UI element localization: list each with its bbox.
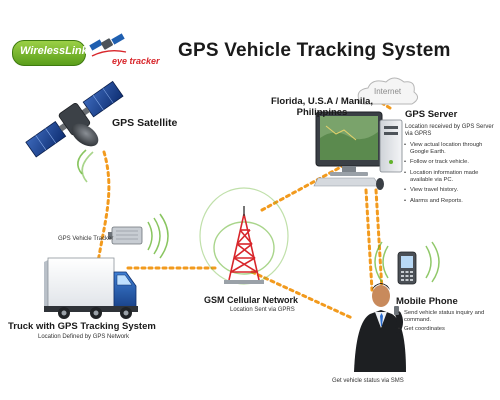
server-feature-item: Location information made available via … (404, 170, 496, 183)
connection-lines (96, 100, 392, 320)
satellite-icon (25, 80, 124, 183)
server-location-label: Florida, U.S.A / Manila, Philippines (270, 96, 374, 118)
sms-label: Get vehicle status via SMS (332, 378, 404, 384)
link-server-mobile-1 (364, 188, 374, 292)
mobile-feature-item: Send vehicle status inquiry and command. (398, 310, 498, 323)
phone-signal (374, 241, 440, 283)
wireless-link-logo-text: WirelessLink (20, 45, 88, 57)
server-subtitle: Location received by GPS Server via GPRS (405, 124, 494, 137)
mobile-phone-icon (397, 251, 417, 285)
cloud-icon (357, 77, 418, 105)
internet-label: Internet (374, 87, 402, 96)
eye-tracker-logo-text: eye tracker (112, 56, 160, 66)
mobile-feature-item: Get coordinates (398, 326, 498, 333)
truck-title: Truck with GPS Tracking System (8, 321, 156, 332)
server-title: GPS Server (405, 109, 458, 120)
link-gsm-mobile (250, 270, 354, 320)
satellite-label: GPS Satellite (112, 117, 178, 129)
page-title: GPS Vehicle Tracking System (178, 40, 451, 61)
cell-tower-icon (199, 187, 289, 285)
server-feature-item: View travel history. (404, 187, 496, 194)
server-feature-item: Follow or track vehicle. (404, 159, 496, 166)
truck-icon (44, 257, 138, 319)
mobile-title: Mobile Phone (396, 296, 458, 307)
truck-subtitle: Location Defined by GPS Network (38, 334, 130, 340)
desktop-computer-icon (313, 111, 403, 190)
tracker-device-icon (108, 226, 143, 245)
gsm-subtitle: Location Sent via GPRS (230, 307, 295, 313)
server-feature-item: View actual location through Google Eart… (404, 142, 496, 155)
server-feature-list: View actual location through Google Eart… (404, 142, 496, 209)
eye-tracker-satellite-icon (89, 33, 127, 57)
tracker-label: GPS Vehicle Tracker (58, 236, 114, 242)
link-server-mobile-2 (374, 188, 384, 292)
mobile-feature-list: Send vehicle status inquiry and command.… (398, 310, 498, 336)
gsm-title: GSM Cellular Network (204, 295, 299, 305)
wireless-link-logo: WirelessLink (12, 40, 88, 66)
tracker-signal (147, 213, 169, 259)
link-gsm-server (260, 160, 352, 212)
link-satellite-truck (96, 150, 111, 264)
server-feature-item: Alarms and Reports. (404, 198, 496, 205)
